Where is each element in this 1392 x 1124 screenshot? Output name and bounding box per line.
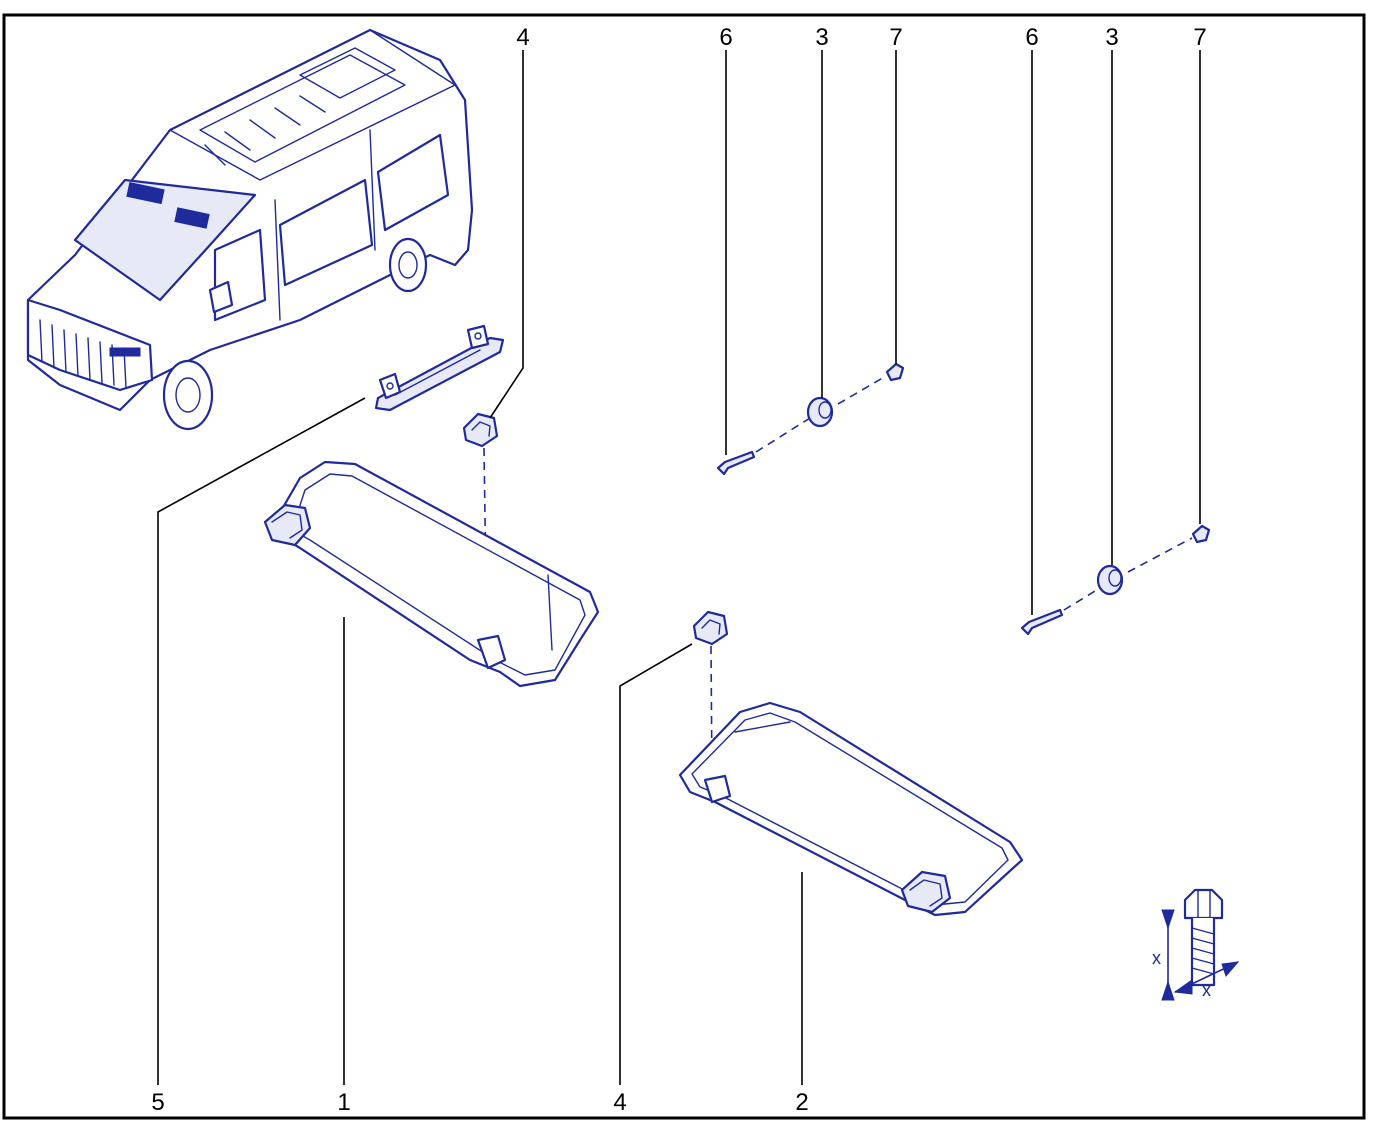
sun-visor-right-part-2 xyxy=(678,701,1024,917)
callout-label-3-lower: 3 xyxy=(1105,24,1118,51)
diagram-frame xyxy=(2,13,1366,1120)
leader-5 xyxy=(157,397,366,1085)
washer-part-3-lower xyxy=(1096,564,1124,596)
callout-label-7-upper: 7 xyxy=(889,24,902,51)
van-illustration xyxy=(26,28,474,431)
callout-label-7-lower: 7 xyxy=(1193,24,1206,51)
leader-4-upper xyxy=(489,50,524,419)
visor-clip-part-4-upper xyxy=(462,412,499,448)
callout-label-3-upper: 3 xyxy=(815,24,828,51)
washer-part-3-upper xyxy=(806,396,834,428)
bolt-dimension-symbol: x x xyxy=(1152,888,1240,1001)
visor-clip-part-4-lower xyxy=(692,610,729,646)
screw-assembly-upper xyxy=(716,362,905,476)
callout-label-4-lower: 4 xyxy=(613,1089,626,1116)
screw-assembly-lower xyxy=(1020,524,1211,636)
leader-4-lower xyxy=(619,643,693,1085)
callout-label-6-lower: 6 xyxy=(1025,24,1038,51)
callout-label-6-upper: 6 xyxy=(719,24,732,51)
nut-part-7-upper xyxy=(885,362,905,382)
callout-label-2: 2 xyxy=(795,1089,808,1116)
callout-label-4-upper: 4 xyxy=(516,24,529,51)
length-mark: x xyxy=(1152,948,1161,968)
callout-label-5: 5 xyxy=(151,1089,164,1116)
callout-label-1: 1 xyxy=(337,1089,350,1116)
screw-part-6-upper xyxy=(716,450,756,476)
sun-visor-left-part-1 xyxy=(263,460,600,688)
grab-handle-part-5 xyxy=(374,324,505,412)
nut-part-7-lower xyxy=(1191,524,1211,544)
diameter-mark: x xyxy=(1202,980,1211,1000)
screw-part-6-lower xyxy=(1020,608,1064,636)
